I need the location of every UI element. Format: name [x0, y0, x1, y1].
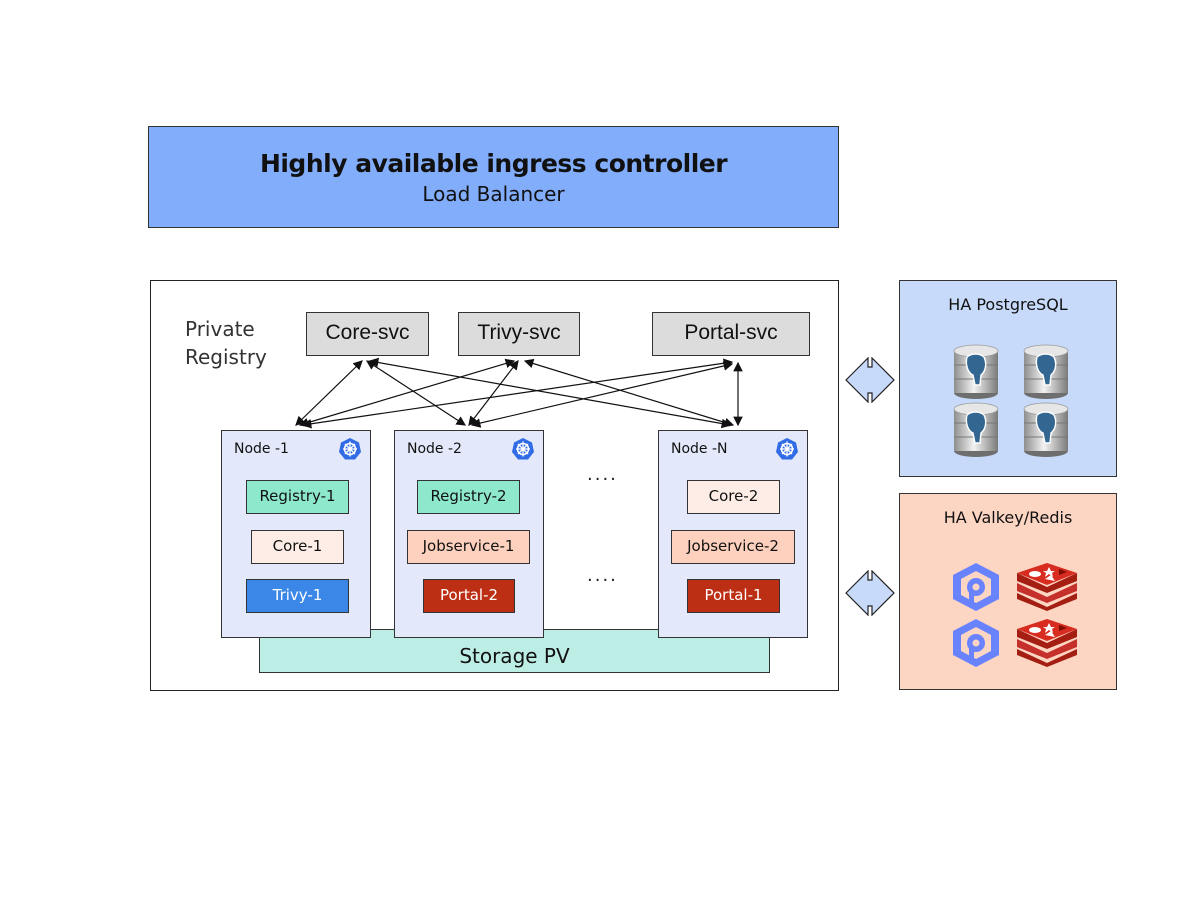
kubernetes-icon: [339, 438, 361, 460]
trivy-svc-box: Trivy-svc: [458, 312, 580, 356]
registry-label-line1: Private: [185, 317, 255, 341]
postgresql-database-icon: [953, 402, 999, 457]
kubernetes-icon: [776, 438, 798, 460]
pod-registry-1: Registry-1: [246, 480, 349, 514]
postgresql-database-icon: [953, 344, 999, 399]
arrow-portal-node1: [301, 358, 734, 429]
pod-jobservice-2: Jobservice-2: [671, 530, 795, 564]
pod-registry-2: Registry-2: [417, 480, 520, 514]
pod-core-1: Core-1: [251, 530, 344, 564]
redis-icon: [1017, 563, 1077, 611]
redis-icon: [1017, 619, 1077, 667]
kubernetes-icon: [512, 438, 534, 460]
ellipsis-bottom: ....: [587, 565, 618, 586]
pod-trivy-1: Trivy-1: [246, 579, 349, 613]
portal-svc-box: Portal-svc: [652, 312, 810, 356]
valkey-bidirectional-arrow-icon: [845, 570, 895, 616]
ingress-subtitle: Load Balancer: [422, 182, 565, 206]
node-1: Node -1 Registry-1 Core-1 Trivy-1: [221, 430, 371, 638]
valkey-redis-title: HA Valkey/Redis: [943, 508, 1073, 527]
postgresql-title: HA PostgreSQL: [948, 295, 1068, 314]
node-title: Node -2: [407, 441, 462, 457]
arrow-portal-node2: [470, 361, 734, 428]
arrow-core-node2: [365, 360, 467, 426]
valkey-icon: [953, 619, 999, 667]
registry-label-line2: Registry: [185, 345, 267, 369]
ha-valkey-redis-box: HA Valkey/Redis: [899, 493, 1117, 690]
private-registry-label: Private Registry: [185, 315, 267, 371]
ingress-controller-box: Highly available ingress controller Load…: [148, 126, 839, 228]
core-svc-box: Core-svc: [306, 312, 429, 356]
node-n: Node -N Core-2 Jobservice-2 Portal-1: [658, 430, 808, 638]
node-title: Node -1: [234, 441, 289, 457]
node-2: Node -2 Registry-2 Jobservice-1 Portal-2: [394, 430, 544, 638]
ha-postgresql-box: HA PostgreSQL: [899, 280, 1117, 477]
valkey-icon: [953, 563, 999, 611]
ellipsis-top: ....: [587, 464, 618, 485]
pod-jobservice-1: Jobservice-1: [407, 530, 530, 564]
arrow-trivy-node1: [298, 358, 516, 428]
pod-portal-2: Portal-2: [423, 579, 515, 613]
pod-portal-1: Portal-1: [687, 579, 780, 613]
postgresql-database-icon: [1023, 402, 1069, 457]
ingress-title: Highly available ingress controller: [259, 149, 728, 178]
pod-core-2: Core-2: [687, 480, 780, 514]
arrow-core-node1: [295, 360, 363, 426]
node-title: Node -N: [671, 441, 728, 457]
postgres-bidirectional-arrow-icon: [845, 357, 895, 403]
postgresql-database-icon: [1023, 344, 1069, 399]
